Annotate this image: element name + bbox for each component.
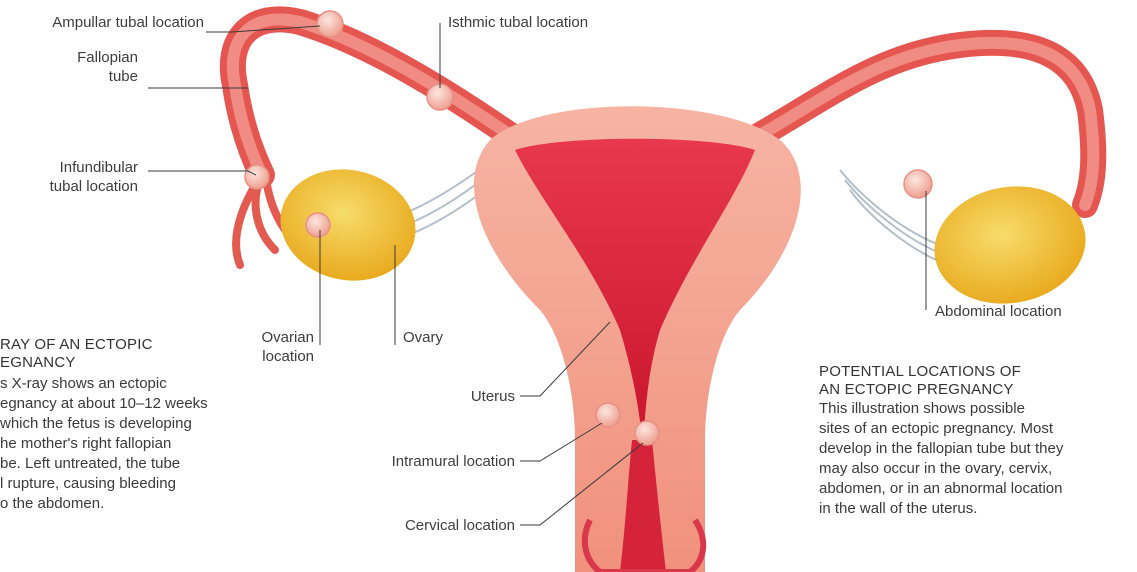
label-ovarian: Ovarian location (240, 328, 314, 366)
xray-title-line1: RAY OF AN ECTOPIC (0, 336, 153, 354)
left-fallopian-tube (233, 19, 510, 175)
label-intramural: Intramural location (330, 452, 515, 471)
locations-body-line: may also occur in the ovary, cervix, (819, 459, 1063, 479)
label-abdominal: Abdominal location (935, 302, 1062, 321)
label-isthmic: Isthmic tubal location (448, 13, 588, 32)
xray-caption-body: s X-ray shows an ectopic egnancy at abou… (0, 374, 208, 514)
label-ovarian-line2: location (240, 347, 314, 366)
xray-body-line: he mother's right fallopian (0, 434, 208, 454)
ampullar-embryo (317, 11, 343, 37)
intramural-embryo (596, 403, 620, 427)
label-uterus: Uterus (400, 387, 515, 406)
label-infundibular-line1: Infundibular (10, 158, 138, 177)
cervical-embryo (635, 421, 659, 445)
label-ovarian-line1: Ovarian (240, 328, 314, 347)
locations-body-line: in the wall of the uterus. (819, 499, 1063, 519)
label-fallopian-line2: tube (40, 67, 138, 86)
label-ovary: Ovary (403, 328, 443, 347)
xray-title-line2: EGNANCY (0, 354, 153, 372)
label-cervical: Cervical location (340, 516, 515, 535)
label-fallopian-tube: Fallopian tube (40, 48, 138, 86)
xray-caption-title: RAY OF AN ECTOPIC EGNANCY (0, 336, 153, 372)
locations-body-line: abdomen, or in an abnormal location (819, 479, 1063, 499)
label-fallopian-line1: Fallopian (40, 48, 138, 67)
locations-caption-body: This illustration shows possible sites o… (819, 399, 1063, 519)
label-infundibular-line2: tubal location (10, 177, 138, 196)
locations-body-line: sites of an ectopic pregnancy. Most (819, 419, 1063, 439)
locations-title-line2: AN ECTOPIC PREGNANCY (819, 381, 1021, 399)
xray-body-line: o the abdomen. (0, 494, 208, 514)
xray-body-line: egnancy at about 10–12 weeks (0, 394, 208, 414)
locations-caption-title: POTENTIAL LOCATIONS OF AN ECTOPIC PREGNA… (819, 363, 1021, 399)
label-ampullar: Ampullar tubal location (8, 13, 204, 32)
xray-body-line: be. Left untreated, the tube (0, 454, 208, 474)
xray-body-line: l rupture, causing bleeding (0, 474, 208, 494)
label-infundibular: Infundibular tubal location (10, 158, 138, 196)
ovarian-embryo (306, 213, 330, 237)
right-ovary (925, 175, 1095, 316)
infundibular-embryo (245, 165, 269, 189)
locations-body-line: This illustration shows possible (819, 399, 1063, 419)
xray-body-line: which the fetus is developing (0, 414, 208, 434)
left-ovary (270, 157, 426, 293)
xray-body-line: s X-ray shows an ectopic (0, 374, 208, 394)
abdominal-embryo (904, 170, 932, 198)
locations-body-line: develop in the fallopian tube but they (819, 439, 1063, 459)
locations-title-line1: POTENTIAL LOCATIONS OF (819, 363, 1021, 381)
